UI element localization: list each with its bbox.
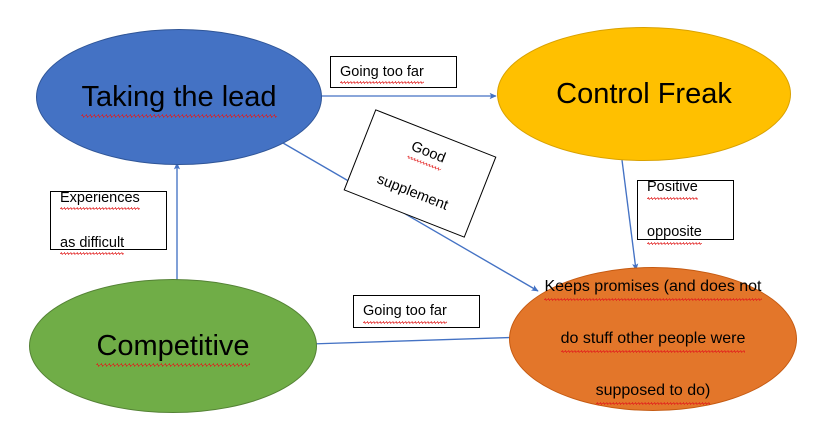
edge-label-line2: supplement: [374, 171, 451, 215]
misspelling-underline: supposed to do): [595, 378, 710, 405]
node-competitive[interactable]: Competitive: [29, 279, 317, 413]
node-taking-the-lead-label: Taking the lead: [71, 78, 286, 119]
misspelling-underline: Keeps promises (and does not: [544, 274, 762, 302]
edge-label-text: Good supplement: [361, 108, 478, 240]
arrow-keeps-promises-to-competitive: [309, 336, 527, 347]
node-keeps-promises[interactable]: Keeps promises (and does not do stuff ot…: [509, 267, 797, 411]
edge-label-good-supplement[interactable]: Good supplement: [343, 108, 497, 240]
misspelling-underline: Competitive: [96, 327, 250, 368]
node-keeps-promises-label: Keeps promises (and does not do stuff ot…: [534, 248, 771, 423]
edge-label-experiences-as-difficult[interactable]: Experiences as difficult: [50, 190, 167, 256]
misspelling-underline: Good: [407, 137, 448, 170]
node-taking-the-lead[interactable]: Taking the lead: [36, 29, 322, 165]
misspelling-underline: opposite: [647, 221, 702, 246]
node-competitive-label: Competitive: [86, 327, 259, 368]
edge-label-text: Going too far: [354, 300, 479, 325]
misspelling-underline: Taking the lead: [81, 78, 277, 119]
misspelling-underline: as difficult: [60, 232, 125, 256]
edge-label-positive-opposite[interactable]: Positive opposite: [637, 179, 734, 246]
edge-label-text: Positive opposite: [638, 154, 733, 266]
misspelling-underline: Going too far: [363, 300, 447, 325]
misspelling-underline: Going too far: [340, 61, 424, 85]
node-control-freak[interactable]: Control Freak: [497, 27, 791, 161]
node-control-freak-label: Control Freak: [556, 77, 732, 110]
misspelling-underline: Experiences: [60, 187, 140, 211]
edge-label-going-too-far-top[interactable]: Going too far: [330, 56, 457, 88]
misspelling-underline: do stuff other people were: [560, 326, 745, 353]
edge-label-going-too-far-bottom[interactable]: Going too far: [353, 295, 480, 328]
edge-label-text: Going too far: [331, 61, 456, 85]
edge-label-text: Experiences as difficult: [51, 164, 166, 276]
misspelling-underline: Positive: [647, 176, 698, 201]
